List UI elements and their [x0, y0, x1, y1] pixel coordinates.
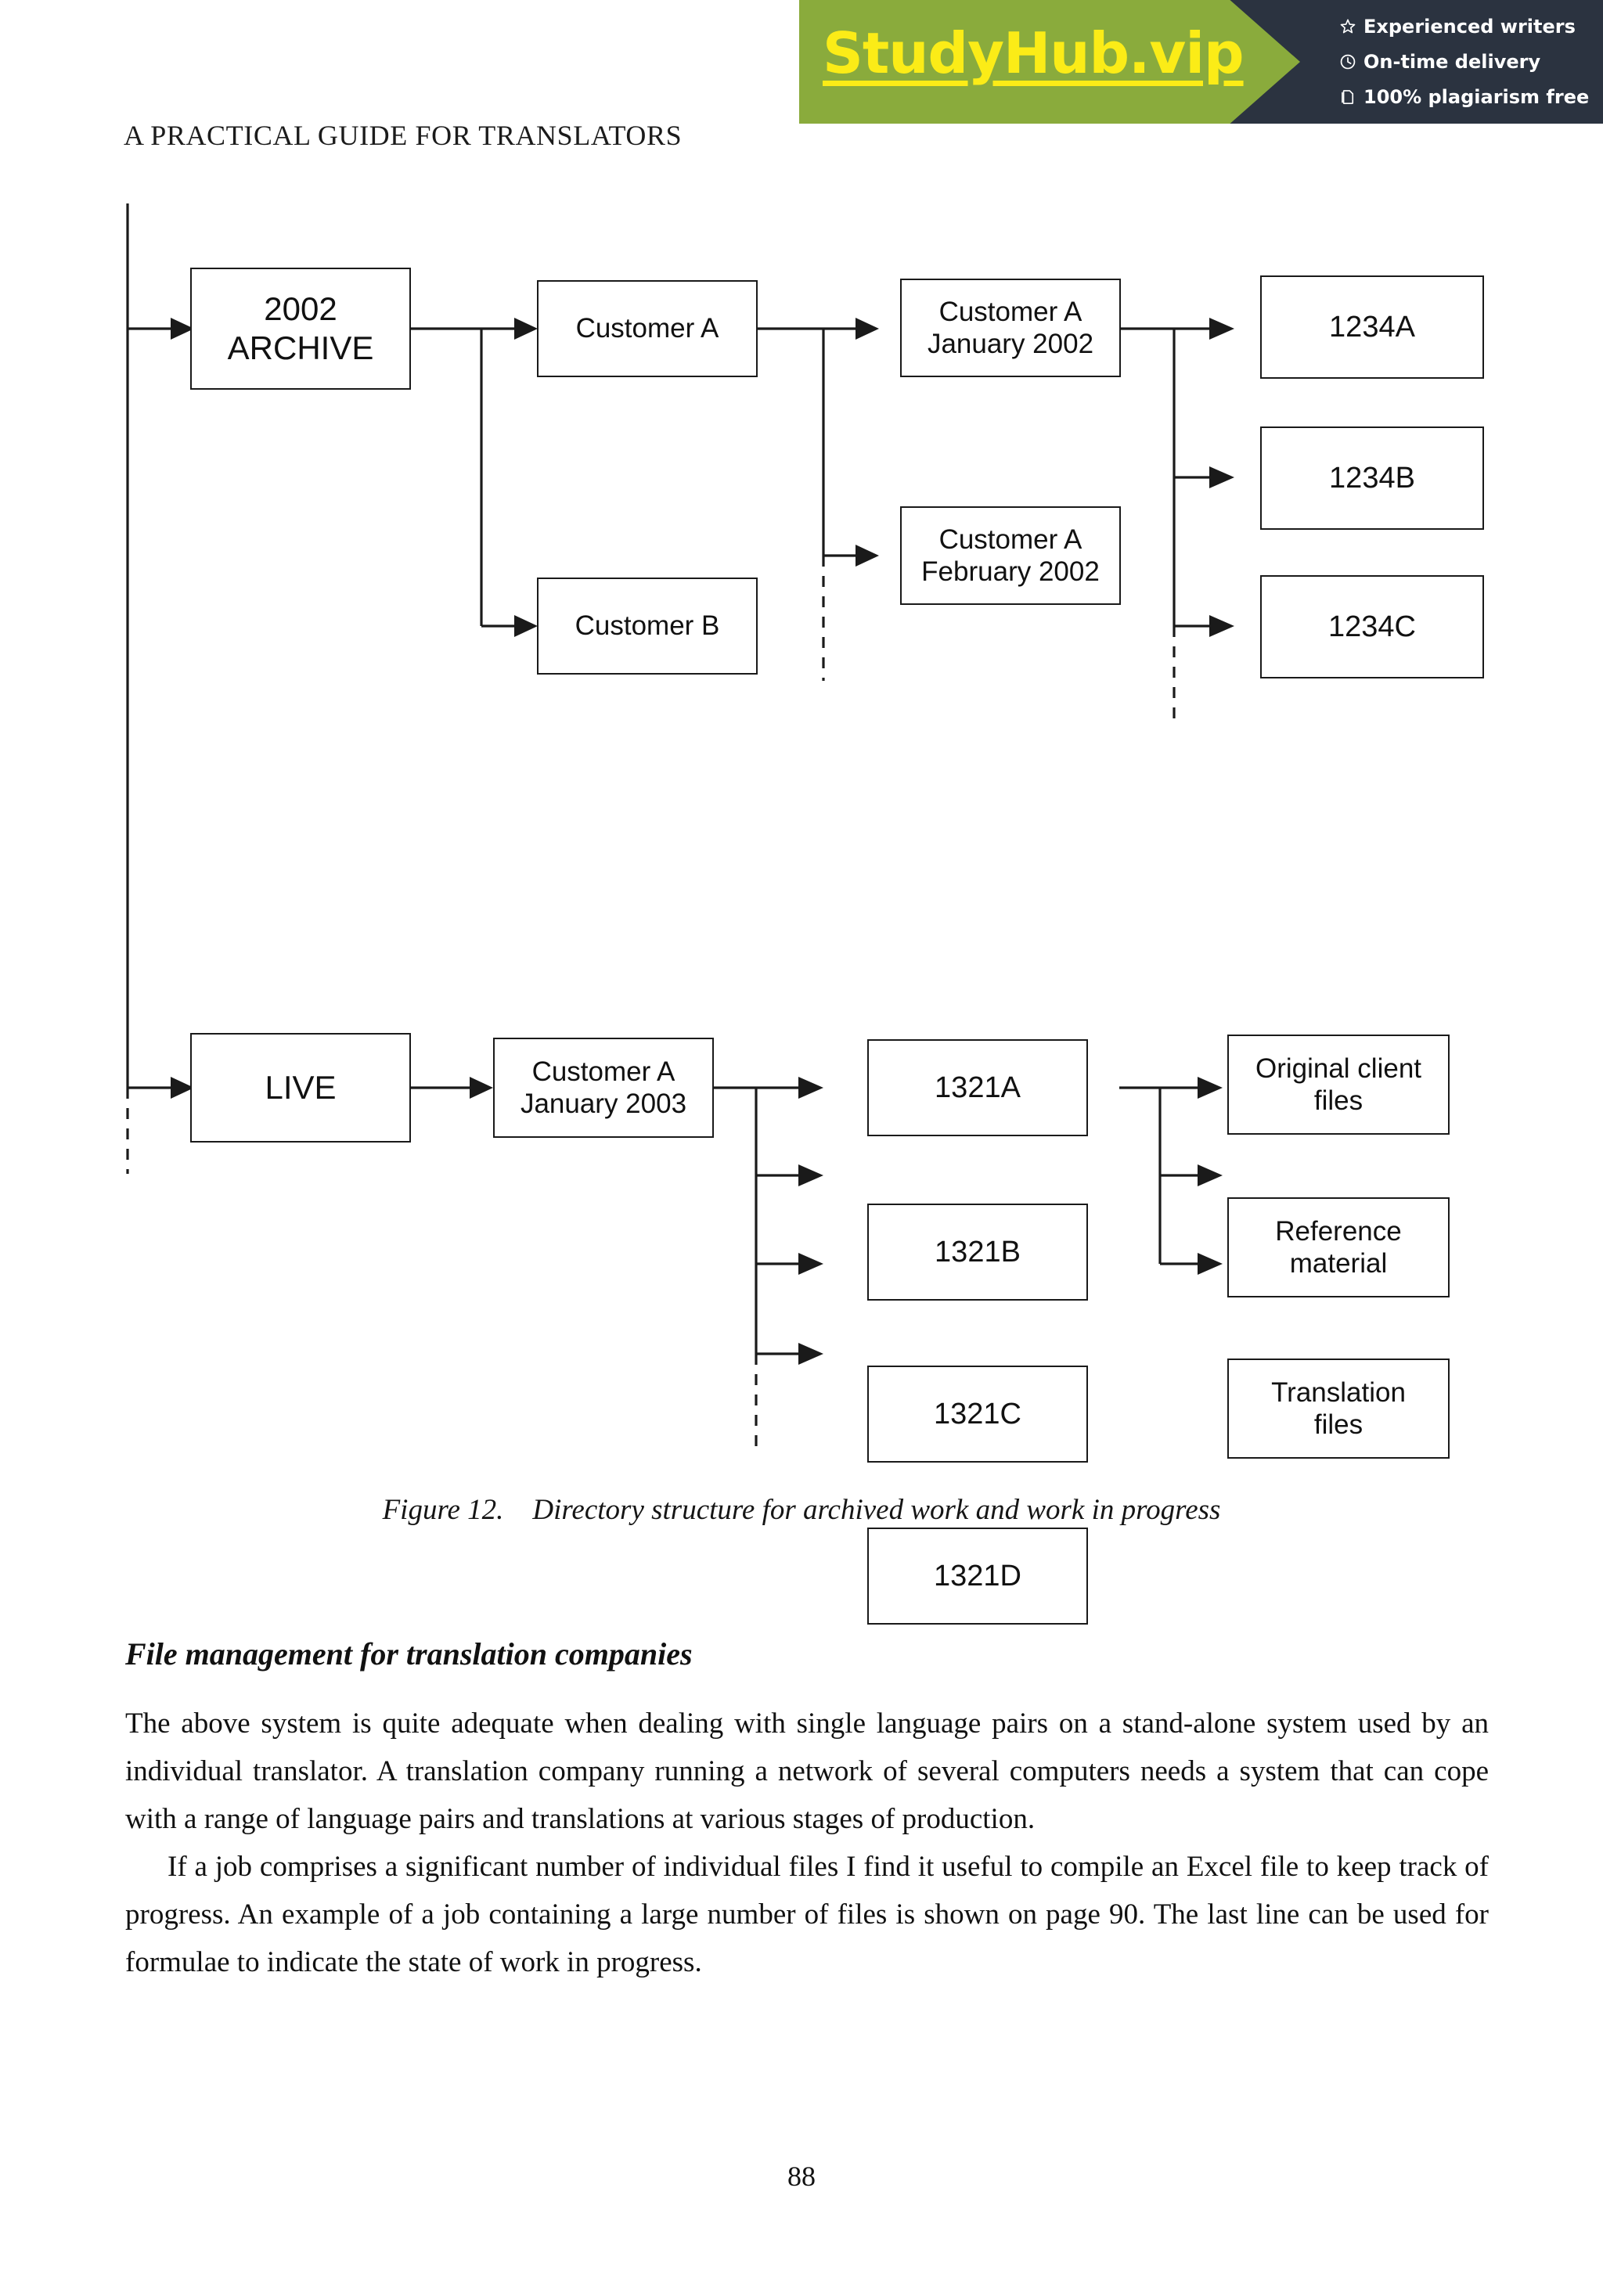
node-job-1321d-label: 1321D: [934, 1559, 1021, 1592]
watermark-feature-label: 100% plagiarism free: [1363, 86, 1590, 108]
paragraph-1: The above system is quite adequate when …: [125, 1708, 1489, 1835]
watermark-feature-label: On-time delivery: [1363, 51, 1541, 73]
node-job-1234c[interactable]: 1234C: [1260, 575, 1484, 678]
clock-icon: [1339, 53, 1356, 70]
watermark-green-panel: [799, 0, 1300, 124]
node-job-1321b[interactable]: 1321B: [867, 1204, 1088, 1301]
diagram-connector-lines: [126, 203, 1234, 1448]
body-text: The above system is quite adequate when …: [125, 1700, 1489, 1986]
node-customer-b[interactable]: Customer B: [537, 578, 758, 675]
node-job-1321c-label: 1321C: [934, 1397, 1021, 1431]
watermark-feature-list: Experienced writers On-time delivery 100…: [1339, 17, 1589, 123]
running-head: A PRACTICAL GUIDE FOR TRANSLATORS: [124, 120, 683, 151]
figure-caption: Figure 12. Directory structure for archi…: [382, 1494, 1221, 1526]
node-job-1321d[interactable]: 1321D: [867, 1528, 1088, 1625]
node-live[interactable]: LIVE: [190, 1033, 411, 1143]
watermark-feature-item: On-time delivery: [1339, 52, 1589, 71]
node-customer-a-label: Customer A: [575, 313, 719, 344]
watermark-feature-item: 100% plagiarism free: [1339, 88, 1589, 106]
section-heading: File management for translation companie…: [125, 1636, 693, 1672]
node-job-1321a-label: 1321A: [935, 1071, 1021, 1104]
star-icon: [1339, 18, 1356, 35]
studyhub-watermark-banner: StudyHub.vip Experienced writers On-time…: [799, 0, 1603, 124]
arrow-heads: [171, 318, 1234, 1365]
node-job-1234b[interactable]: 1234B: [1260, 426, 1484, 530]
node-job-1234c-label: 1234C: [1328, 610, 1416, 643]
watermark-feature-item: Experienced writers: [1339, 17, 1589, 36]
node-job-1234a-label: 1234A: [1329, 310, 1415, 344]
node-job-1321a[interactable]: 1321A: [867, 1039, 1088, 1136]
node-job-1321b-label: 1321B: [935, 1235, 1021, 1269]
paragraph-2: If a job comprises a significant number …: [125, 1851, 1489, 1978]
node-job-1321c[interactable]: 1321C: [867, 1366, 1088, 1463]
shield-icon: [1339, 88, 1356, 106]
node-job-1234b-label: 1234B: [1329, 461, 1415, 495]
page-number: 88: [787, 2161, 816, 2192]
node-customer-b-label: Customer B: [575, 610, 720, 642]
node-job-1234a[interactable]: 1234A: [1260, 275, 1484, 379]
studyhub-logo-text: StudyHub.vip: [823, 20, 1245, 86]
watermark-feature-label: Experienced writers: [1363, 16, 1576, 38]
node-customer-a[interactable]: Customer A: [537, 280, 758, 377]
node-live-label: LIVE: [265, 1069, 337, 1107]
